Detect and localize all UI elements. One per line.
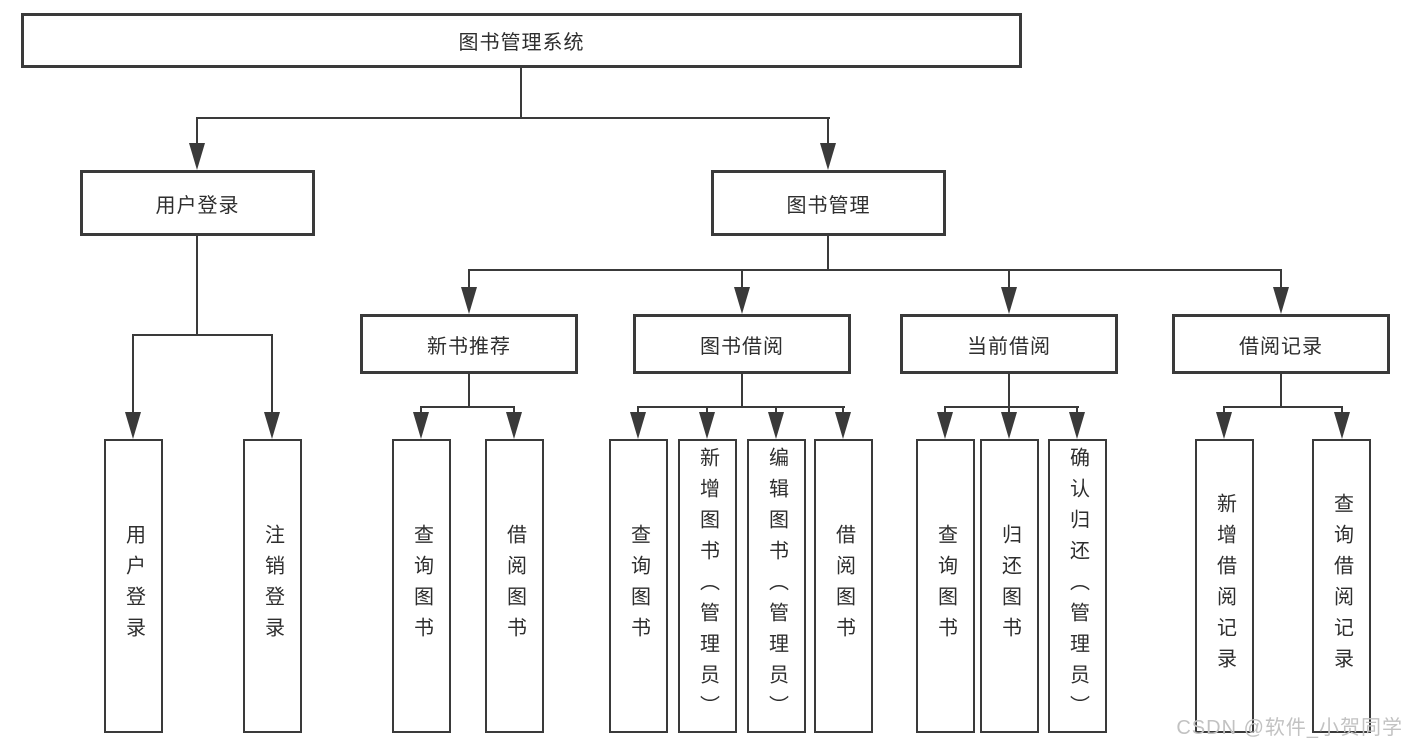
arrowhead-down-icon [1216,412,1232,439]
leaf-add-book-admin-label: 新增图书（管理员） [696,446,719,726]
leaf-edit-book-admin: 编辑图书（管理员） [747,439,806,733]
connector-drop [1341,406,1343,414]
connector-stem [741,374,743,407]
node-root-system: 图书管理系统 [21,13,1022,68]
arrowhead-down-icon [820,143,836,170]
connector-drop [1223,406,1225,414]
connector-bus [637,406,845,408]
node-current-borrowing-label: 当前借阅 [967,335,1051,358]
connector-drop [706,406,708,414]
connector-stem [468,374,470,407]
connector-drop [420,406,422,414]
connector-bus [420,406,515,408]
leaf-query-books: 查询图书 [609,439,668,733]
leaf-query-books-label: 查询图书 [627,524,650,648]
connector-root-bus [196,117,830,119]
connector-drop [944,406,946,414]
connector-drop [513,406,515,414]
arrowhead-down-icon [264,412,280,439]
leaf-edit-book-admin-label: 编辑图书（管理员） [765,446,788,726]
leaf-query-borrow-record: 查询借阅记录 [1312,439,1371,733]
node-book-management: 图书管理 [711,170,946,236]
connector-drop [637,406,639,414]
connector-drop [842,406,844,414]
node-new-book-recommend-label: 新书推荐 [427,335,511,358]
connector-drop [775,406,777,414]
leaf-add-borrow-record: 新增借阅记录 [1195,439,1254,733]
arrowhead-down-icon [1069,412,1085,439]
connector-root-stem [520,68,522,118]
arrowhead-down-icon [630,412,646,439]
leaf-query-books: 查询图书 [916,439,975,733]
node-book-borrowing: 图书借阅 [633,314,851,374]
node-user-login: 用户登录 [80,170,315,236]
leaf-confirm-return-admin-label: 确认归还（管理员） [1066,446,1089,726]
connector-bus [1223,406,1343,408]
leaf-query-books-label: 查询图书 [934,524,957,648]
leaf-borrow-books: 借阅图书 [485,439,544,733]
connector-drop [741,269,743,289]
leaf-logout-label: 注销登录 [261,524,284,648]
arrowhead-down-icon [1001,287,1017,314]
leaf-return-books-label: 归还图书 [998,524,1021,648]
connector-bus [944,406,1079,408]
arrowhead-down-icon [461,287,477,314]
arrowhead-down-icon [1001,412,1017,439]
arrowhead-down-icon [125,412,141,439]
leaf-query-borrow-record-label: 查询借阅记录 [1330,493,1353,679]
node-root-label: 图书管理系统 [458,32,585,54]
leaf-logout: 注销登录 [243,439,302,733]
connector-drop [132,334,134,413]
arrowhead-down-icon [937,412,953,439]
leaf-user-login: 用户登录 [104,439,163,733]
arrowhead-down-icon [768,412,784,439]
leaf-user-login-label: 用户登录 [122,524,145,648]
arrowhead-down-icon [413,412,429,439]
leaf-add-book-admin: 新增图书（管理员） [678,439,737,733]
arrowhead-down-icon [835,412,851,439]
node-book-management-label: 图书管理 [786,194,871,217]
connector-bus [132,334,273,336]
node-borrowing-records-label: 借阅记录 [1239,335,1323,358]
arrowhead-down-icon [1334,412,1350,439]
leaf-query-books-label: 查询图书 [410,524,433,648]
arrowhead-down-icon [506,412,522,439]
connector-stem [196,236,198,335]
leaf-confirm-return-admin: 确认归还（管理员） [1048,439,1107,733]
leaf-return-books: 归还图书 [980,439,1039,733]
connector-drop [468,269,470,289]
node-user-login-label: 用户登录 [155,194,240,217]
arrowhead-down-icon [734,287,750,314]
node-new-book-recommend: 新书推荐 [360,314,578,374]
connector-stem [1280,374,1282,407]
arrowhead-down-icon [699,412,715,439]
arrowhead-down-icon [189,143,205,170]
leaf-query-books: 查询图书 [392,439,451,733]
connector-stem [1008,374,1010,407]
leaf-add-borrow-record-label: 新增借阅记录 [1213,493,1236,679]
connector-drop [1008,269,1010,289]
connector-drop [1076,406,1078,414]
leaf-borrow-books: 借阅图书 [814,439,873,733]
connector-drop [1280,269,1282,289]
connector-drop [196,117,198,145]
connector-drop [271,334,273,413]
connector-bus [468,269,1282,271]
arrowhead-down-icon [1273,287,1289,314]
connector-drop [1008,406,1010,414]
leaf-borrow-books-label: 借阅图书 [503,524,526,648]
csdn-watermark: CSDN @软件_小贺同学 [1176,717,1403,739]
connector-drop [827,117,829,145]
node-borrowing-records: 借阅记录 [1172,314,1390,374]
node-book-borrowing-label: 图书借阅 [700,335,784,358]
connector-stem [827,236,829,271]
node-current-borrowing: 当前借阅 [900,314,1118,374]
leaf-borrow-books-label: 借阅图书 [832,524,855,648]
